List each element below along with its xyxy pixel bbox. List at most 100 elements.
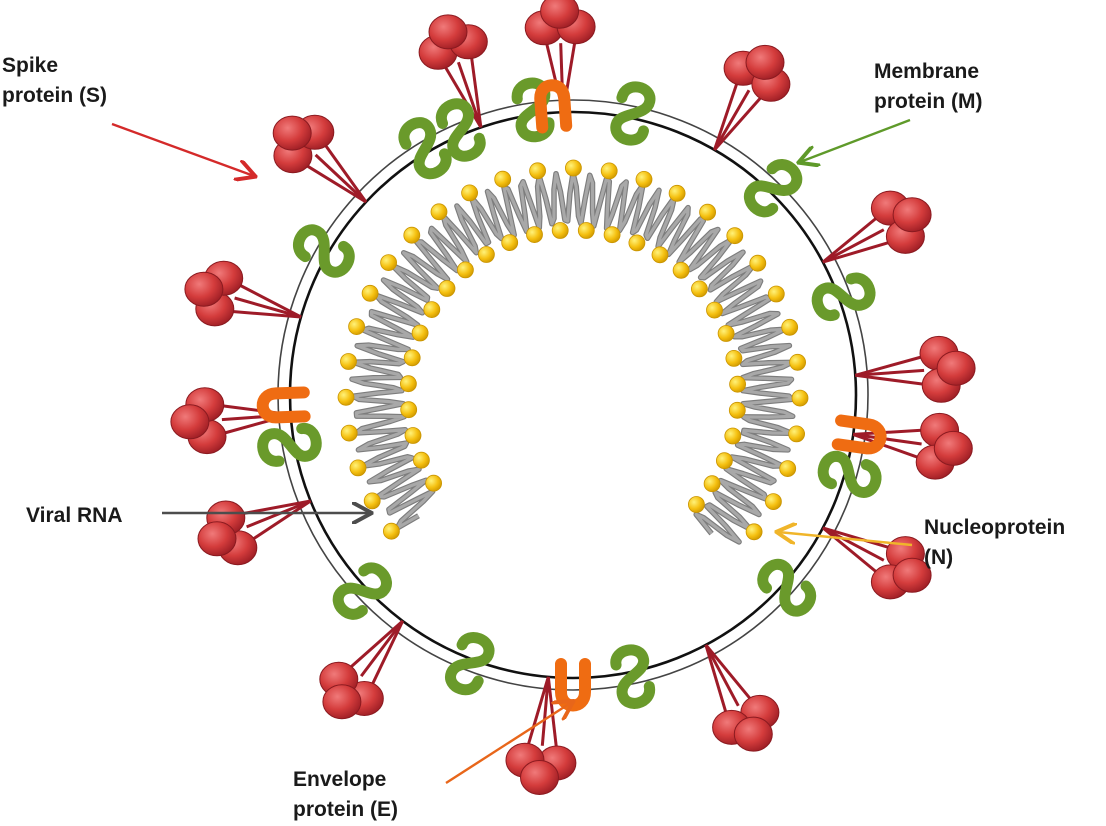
membrane-protein xyxy=(257,423,322,467)
nucleoprotein xyxy=(340,424,358,442)
membrane-arrow xyxy=(800,118,911,162)
envelope-protein xyxy=(831,414,887,455)
nucleoprotein xyxy=(745,523,763,541)
spike-protein xyxy=(184,260,302,327)
membrane-protein-label: Membrane protein (M) xyxy=(874,60,985,113)
nucleoprotein xyxy=(456,261,474,279)
nucleoprotein xyxy=(749,254,767,272)
spike-protein-label: Spike protein (S) xyxy=(2,54,107,107)
nucleoprotein xyxy=(477,246,495,263)
nucleoprotein xyxy=(726,227,744,245)
nucleoprotein xyxy=(551,222,569,239)
envelope-protein xyxy=(256,386,311,424)
membrane-protein xyxy=(757,559,817,617)
spike-proteins xyxy=(170,0,976,795)
nucleoprotein xyxy=(361,284,379,302)
nucleoprotein xyxy=(423,301,441,319)
nucleoprotein xyxy=(781,318,799,336)
membrane-protein xyxy=(398,117,452,180)
nucleoprotein xyxy=(494,170,512,188)
nucleoprotein xyxy=(403,349,421,367)
membrane-protein xyxy=(435,98,486,162)
nucleoprotein xyxy=(765,493,782,511)
nucleoprotein xyxy=(600,162,618,180)
membrane-protein xyxy=(610,81,656,146)
nucleoprotein-label: Nucleoprotein (N) xyxy=(924,516,1071,569)
nucleoprotein xyxy=(706,301,723,319)
spike-protein xyxy=(418,14,488,129)
membrane-protein xyxy=(445,632,495,696)
nucleoprotein xyxy=(529,162,546,180)
envelope-protein-label: Envelope protein (E) xyxy=(293,768,398,821)
nucleoprotein xyxy=(411,324,429,342)
nucleoprotein xyxy=(340,353,357,370)
nucleoprotein xyxy=(791,389,809,407)
nucleoprotein xyxy=(767,285,785,303)
spike-protein xyxy=(524,0,596,113)
nucleoprotein xyxy=(565,159,582,177)
nucleoprotein xyxy=(635,170,653,188)
envelope-proteins xyxy=(256,79,887,712)
nucleoprotein xyxy=(728,401,746,419)
nucleoprotein-arrow xyxy=(778,532,913,547)
nucleoprotein xyxy=(779,460,797,478)
nucleoprotein xyxy=(404,427,422,444)
nucleoprotein xyxy=(348,318,366,336)
nucleoprotein xyxy=(501,234,519,252)
spike-arrow xyxy=(111,122,254,176)
nucleoprotein xyxy=(703,475,721,493)
membrane-protein xyxy=(744,159,803,218)
nucleoprotein xyxy=(716,452,733,470)
spike-protein xyxy=(821,190,932,264)
nucleoprotein xyxy=(382,522,400,540)
nucleoprotein xyxy=(438,280,456,297)
nucleoprotein xyxy=(526,226,543,244)
spike-protein xyxy=(854,335,976,403)
membrane-protein xyxy=(610,644,655,709)
nucleoprotein xyxy=(789,353,806,371)
nucleoprotein xyxy=(363,492,381,510)
nucleoprotein xyxy=(668,184,686,202)
nucleoprotein xyxy=(651,246,669,264)
spike-protein xyxy=(821,526,932,600)
membrane-protein xyxy=(811,272,876,321)
spike-protein xyxy=(197,499,312,566)
nucleoprotein xyxy=(628,234,646,252)
envelope-arrow xyxy=(445,702,572,785)
nucleoprotein xyxy=(724,427,742,445)
membrane-protein xyxy=(817,451,882,498)
membrane-protein xyxy=(332,562,392,620)
nucleoprotein xyxy=(380,254,398,272)
nucleoprotein xyxy=(399,375,417,393)
nucleoprotein xyxy=(672,261,690,279)
spike-protein xyxy=(713,44,791,151)
membrane-protein xyxy=(511,77,555,143)
spike-protein xyxy=(272,114,368,204)
membrane-proteins xyxy=(257,77,882,709)
nucleoprotein xyxy=(349,459,367,477)
spike-protein xyxy=(319,619,405,720)
nucleoprotein xyxy=(412,451,430,469)
viral-rna-helix xyxy=(337,159,809,545)
nucleoprotein xyxy=(403,226,421,244)
nucleoprotein xyxy=(729,375,746,393)
envelope-protein xyxy=(555,658,591,712)
spike-protein xyxy=(852,412,973,480)
nucleoprotein xyxy=(688,496,705,513)
nucleoprotein xyxy=(577,222,595,239)
viral-rna-coil xyxy=(350,171,795,544)
nucleoprotein xyxy=(430,203,448,221)
nucleoprotein xyxy=(400,401,418,419)
viral-rna-label: Viral RNA xyxy=(26,504,122,527)
nucleoprotein xyxy=(725,349,743,367)
envelope-protein xyxy=(534,79,573,134)
nucleoprotein xyxy=(788,425,805,443)
spike-protein xyxy=(704,643,780,752)
nucleoprotein xyxy=(699,203,716,221)
nucleoprotein xyxy=(691,280,708,298)
membrane-protein xyxy=(293,224,355,278)
nucleoprotein xyxy=(461,184,479,202)
nucleoprotein xyxy=(603,226,621,244)
nucleoprotein xyxy=(337,388,355,406)
